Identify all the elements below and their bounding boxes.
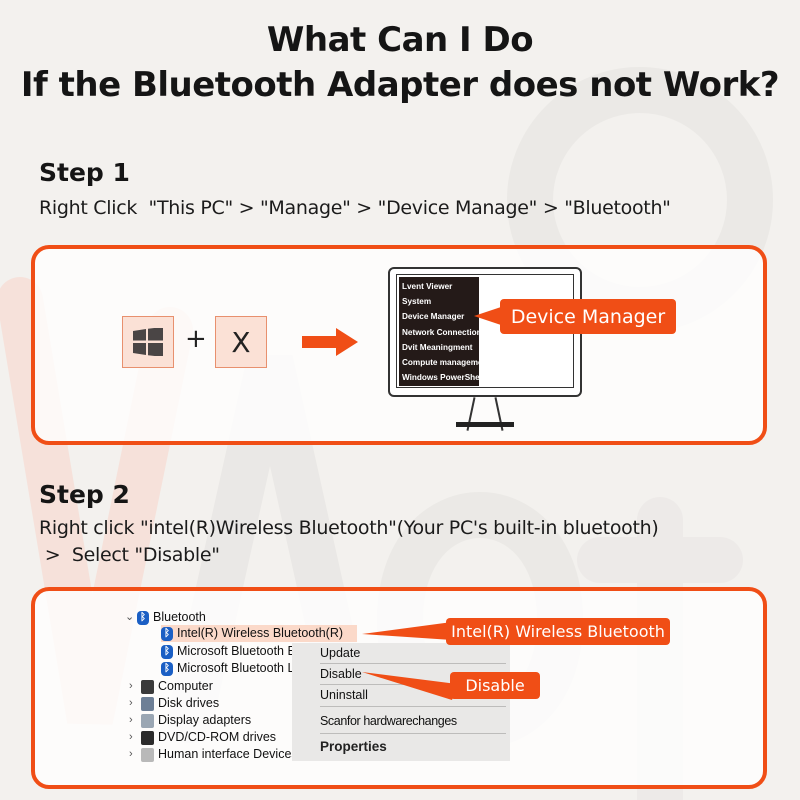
callout-pointer [474,306,504,326]
tree-item-label: Microsoft Bluetooth L [177,661,295,675]
quick-link-menu: Lvent Viewer System Device Manager Netwo… [399,277,491,386]
title-line-1: What Can I Do [266,20,534,60]
windows-key [122,316,174,368]
menu-item-disk-management[interactable]: Dvit Meaningment [402,342,473,352]
menu-item-system[interactable]: System [402,297,432,307]
chevron-right-icon[interactable]: › [129,680,133,692]
tree-category-display-adapters[interactable]: › Display adapters [129,712,251,729]
tree-category-label: DVD/CD-ROM drives [158,730,277,744]
menu-item-event-viewer[interactable]: Lvent Viewer [402,282,453,291]
windows-logo-icon [133,328,163,356]
page-title: What Can I Do If the Bluetooth Adapter d… [0,18,800,108]
tree-item-intel-bluetooth[interactable]: ᛒ Intel(R) Wireless Bluetooth(R) [161,625,358,642]
dvd-drive-icon [141,730,154,745]
tree-category-label: Computer [158,679,213,693]
chevron-down-icon[interactable]: ⌄ [125,611,135,623]
bluetooth-icon: ᛒ [161,644,173,659]
step-2-description-line-1: Right click "intel(R)Wireless Bluetooth"… [39,517,659,539]
menu-item-device-manager[interactable]: Device Manager [402,312,465,322]
menu-divider [320,733,506,734]
context-menu-update[interactable]: Update [320,646,361,660]
menu-item-windows-powershell[interactable]: Windows PowerShell [402,373,485,383]
intel-bluetooth-callout: Intel(R) Wireless Bluetooth [446,618,670,645]
bluetooth-icon: ᛒ [161,661,173,676]
plus-sign: + [185,324,207,354]
tree-item-label: Intel(R) Wireless Bluetooth(R) [177,626,344,640]
step-1-description: Right Click "This PC" > "Manage" > "Devi… [39,197,671,219]
tree-category-label: Human interface Devices [158,747,298,761]
hid-icon [141,747,154,762]
device-manager-callout: Device Manager [500,299,676,334]
context-menu-uninstall[interactable]: Uninstall [320,688,368,702]
bluetooth-icon: ᛒ [161,626,173,641]
tree-category-label: Display adapters [158,713,252,727]
context-menu-properties[interactable]: Properties [320,739,387,754]
tree-category-bluetooth[interactable]: ⌄ ᛒ Bluetooth [125,609,206,626]
tree-category-label: Bluetooth [153,610,206,624]
title-line-2: If the Bluetooth Adapter does not Work? [20,65,780,105]
tree-category-human-interface[interactable]: › Human interface Devices [129,746,298,763]
menu-item-network-connections[interactable]: Network Connections [402,327,487,337]
step-2-description-line-2: > Select "Disable" [39,544,220,566]
context-menu-scan-hardware[interactable]: Scanfor hardwarechanges [320,714,457,728]
tree-item-microsoft-bluetooth-e[interactable]: ᛒ Microsoft Bluetooth E [161,643,296,660]
chevron-right-icon[interactable]: › [129,697,133,709]
display-adapter-icon [141,713,154,728]
step-2-heading: Step 2 [39,480,130,509]
x-key: X [215,316,267,368]
context-menu-disable[interactable]: Disable [320,667,362,681]
disable-callout: Disable [450,672,540,699]
computer-icon [141,679,154,694]
bluetooth-icon: ᛒ [137,610,149,625]
chevron-right-icon[interactable]: › [129,714,133,726]
chevron-right-icon[interactable]: › [129,731,133,743]
tree-item-label: Microsoft Bluetooth E [177,644,296,658]
tree-category-computer[interactable]: › Computer [129,678,213,695]
arrow-right-icon [302,328,358,356]
tree-category-label: Disk drives [158,696,220,710]
disk-drive-icon [141,696,154,711]
tree-category-dvd-drives[interactable]: › DVD/CD-ROM drives [129,729,276,746]
tree-category-disk-drives[interactable]: › Disk drives [129,695,219,712]
chevron-right-icon[interactable]: › [129,748,133,760]
menu-item-computer-management[interactable]: Compute management [402,358,491,368]
step-1-heading: Step 1 [39,158,130,187]
tree-item-microsoft-bluetooth-l[interactable]: ᛒ Microsoft Bluetooth L [161,660,294,677]
monitor-base [456,422,514,427]
